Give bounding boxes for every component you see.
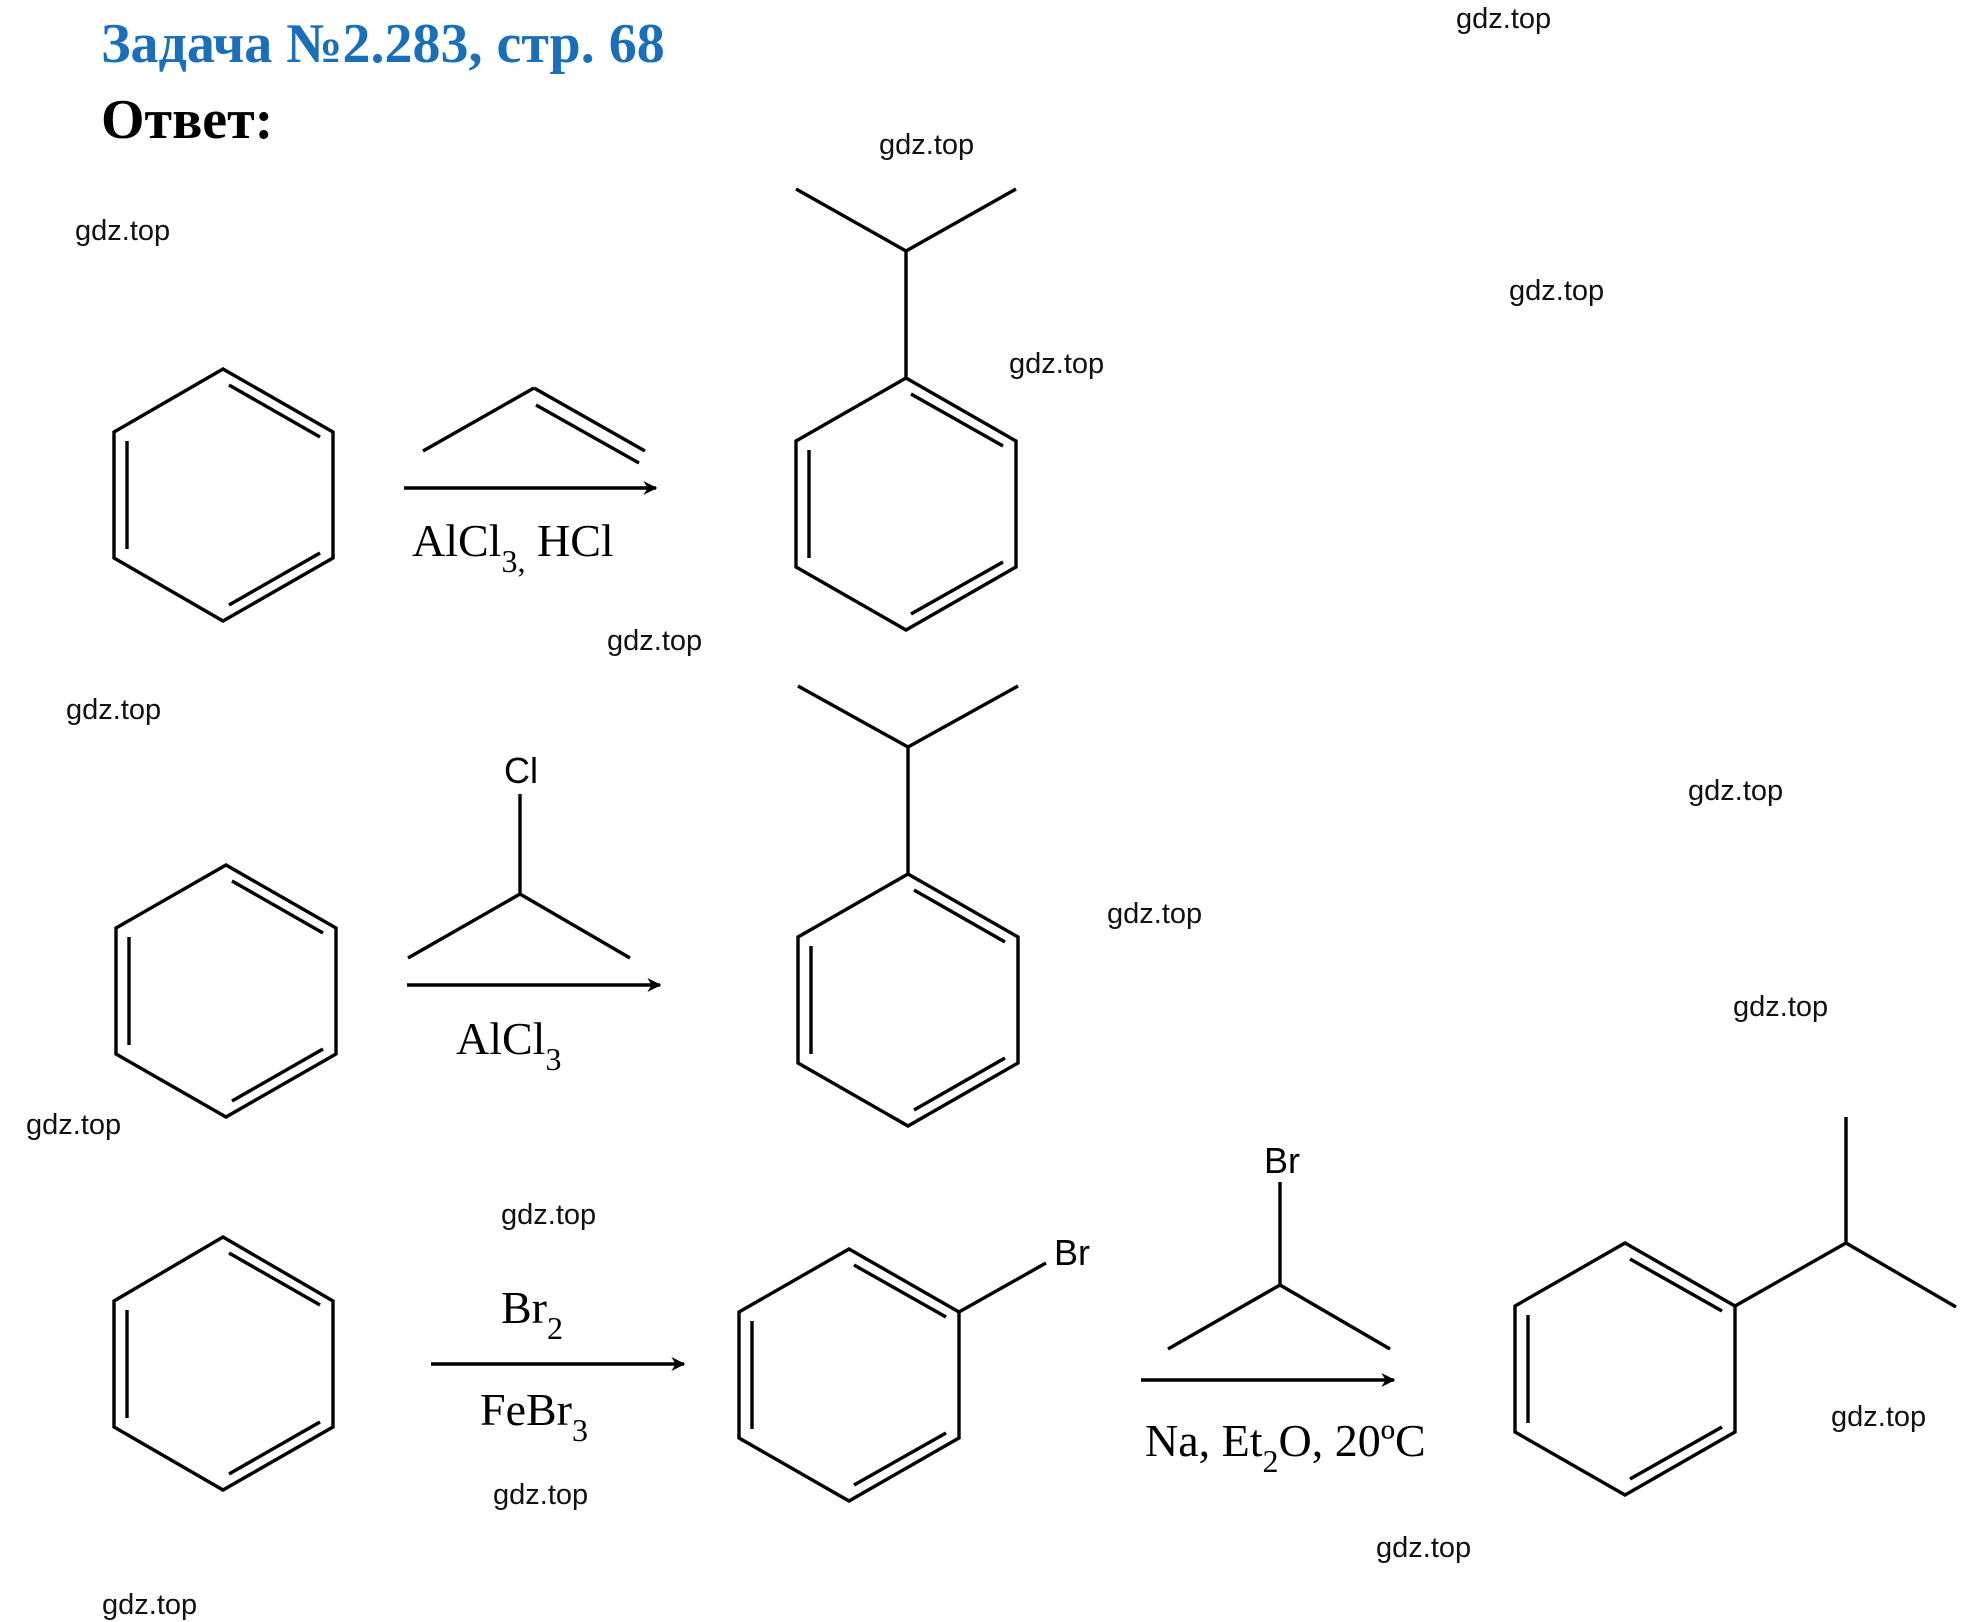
bromine-atom-label: Br [1054, 1232, 1090, 1273]
reaction-conditions: Na, Et2O, 20ºC [1145, 1415, 1426, 1479]
propene-structure [422, 386, 646, 465]
watermark: gdz.top [879, 129, 975, 161]
bromine-atom-label: Br [1264, 1140, 1300, 1181]
watermark: gdz.top [1831, 1401, 1927, 1433]
reaction-2: Cl AlCl3 [114, 684, 1020, 1128]
watermark: gdz.top [501, 1199, 597, 1231]
cumene-product [794, 187, 1018, 632]
reaction-1: AlCl3, HCl [112, 187, 1018, 632]
isopropyl-bromide-structure: Br [1167, 1140, 1391, 1351]
bromobenzene-intermediate: Br [737, 1232, 1090, 1503]
reagent-condition: AlCl3 [456, 1013, 561, 1077]
benzene-ring [112, 1235, 335, 1492]
watermark: gdz.top [1688, 775, 1784, 807]
answer-label: Ответ: [101, 89, 274, 151]
watermark: gdz.top [1107, 898, 1203, 930]
watermark: gdz.top [1456, 3, 1552, 35]
watermark: gdz.top [75, 215, 171, 247]
benzene-ring [112, 367, 335, 623]
watermark: gdz.top [66, 694, 162, 726]
watermark: gdz.top [1733, 991, 1829, 1023]
reagent-condition: AlCl3, HCl [412, 515, 614, 579]
watermark: gdz.top [26, 1109, 122, 1141]
catalyst-bottom: FeBr3 [480, 1384, 588, 1448]
page-title: Задача №2.283, стр. 68 [101, 13, 665, 75]
watermark: gdz.top [493, 1479, 589, 1511]
watermark: gdz.top [607, 625, 703, 657]
chlorine-atom-label: Cl [504, 750, 538, 791]
cumene-product [1513, 1117, 1957, 1497]
watermark: gdz.top [1376, 1532, 1472, 1564]
reaction-3: Br2 FeBr3 Br Br Na, Et2O, 20ºC [112, 1117, 1957, 1503]
cumene-product [796, 684, 1020, 1128]
watermark: gdz.top [1009, 348, 1105, 380]
watermark: gdz.top [1509, 275, 1605, 307]
reagent-top: Br2 [501, 1282, 563, 1346]
benzene-ring [114, 863, 338, 1119]
watermark: gdz.top [102, 1589, 198, 1621]
isopropyl-chloride-structure: Cl [407, 750, 631, 960]
